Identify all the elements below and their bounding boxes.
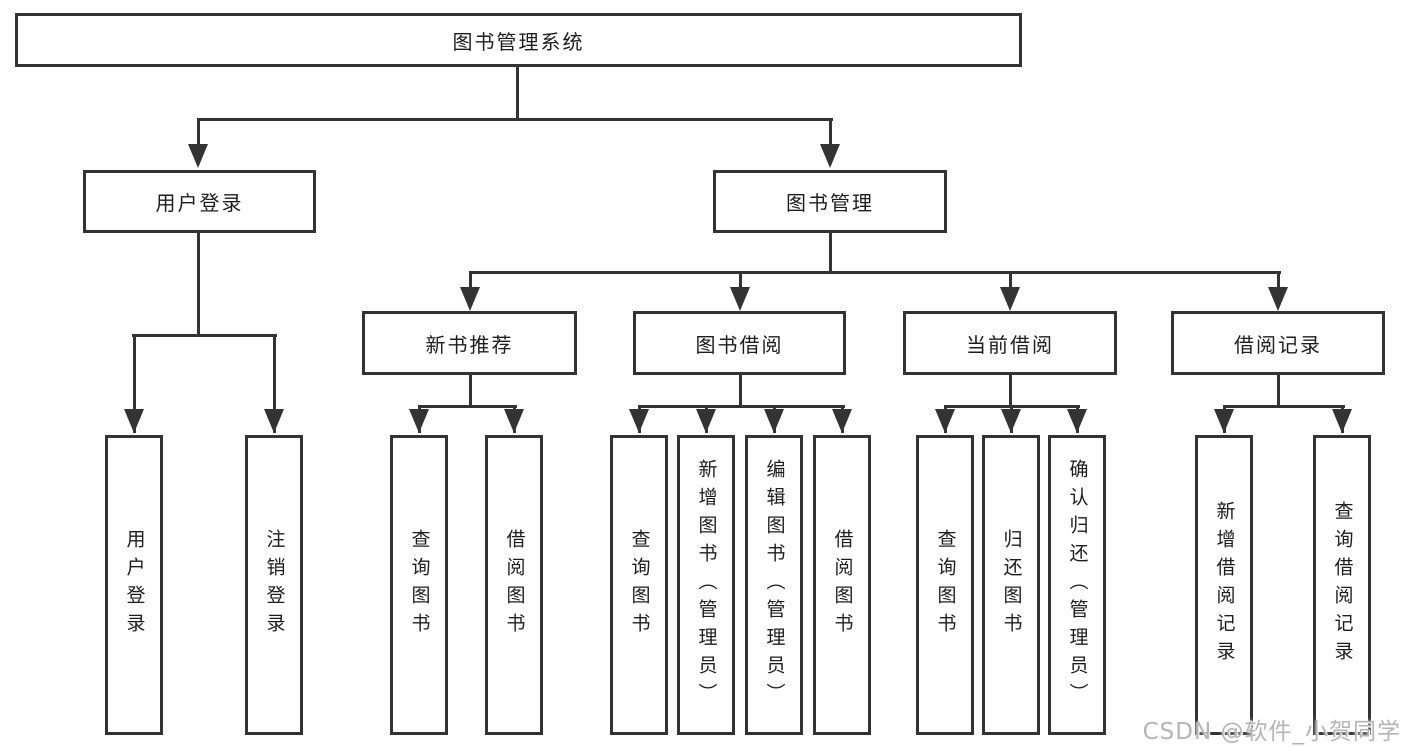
node-book-management: 图书管理 [713,170,947,233]
connector-line [829,233,832,273]
arrow-down-icon [820,144,840,168]
connector-line [197,118,833,121]
arrow-down-icon [1000,287,1020,311]
node-borrowing-records: 借阅记录 [1171,311,1385,375]
connector-line [132,334,277,337]
leaf-recommend-borrow-books: 借阅图书 [485,435,543,735]
leaf-current-return-books: 归还图书 [982,435,1040,735]
arrow-down-icon [188,144,208,168]
connector-line [829,118,832,148]
node-user-login: 用户登录 [83,170,316,233]
arrow-down-icon [730,287,750,311]
leaf-user-login: 用户登录 [105,435,163,735]
arrow-down-icon [460,287,480,311]
leaf-current-confirm-return-admin: 确认归还（管理员） [1048,435,1106,735]
arrow-down-icon [409,409,429,433]
connector-line [133,334,136,433]
connector-line [1009,271,1012,291]
node-current-borrowing: 当前借阅 [903,311,1117,375]
arrow-down-icon [935,409,955,433]
leaf-records-add-borrow-record: 新增借阅记录 [1195,435,1253,735]
arrow-down-icon [764,409,784,433]
connector-line [469,375,472,407]
arrow-down-icon [264,409,284,433]
arrow-down-icon [1268,287,1288,311]
connector-line [469,271,472,291]
leaf-logout: 注销登录 [245,435,303,735]
leaf-recommend-query-books: 查询图书 [390,435,448,735]
connector-line [197,233,200,334]
arrow-down-icon [832,409,852,433]
leaf-borrow-borrow-books: 借阅图书 [813,435,871,735]
arrow-down-icon [124,409,144,433]
connector-line [418,405,517,408]
leaf-borrow-edit-books-admin: 编辑图书（管理员） [745,435,803,735]
arrow-down-icon [1001,409,1021,433]
connector-line [739,375,742,407]
leaf-records-query-borrow-record: 查询借阅记录 [1313,435,1371,735]
arrow-down-icon [1067,409,1087,433]
node-book-borrowing: 图书借阅 [633,311,846,375]
connector-line [638,405,845,408]
arrow-down-icon [629,409,649,433]
connector-line [1277,271,1280,291]
node-new-book-recommendation: 新书推荐 [362,311,577,375]
leaf-borrow-query-books: 查询图书 [610,435,668,735]
connector-line [1223,405,1345,408]
watermark: CSDN @软件_小贺同学 [1142,719,1401,745]
node-root: 图书管理系统 [15,13,1022,67]
connector-line [739,271,742,291]
arrow-down-icon [504,409,524,433]
connector-line [273,334,276,433]
leaf-borrow-add-books-admin: 新增图书（管理员） [677,435,735,735]
connector-line [1009,375,1012,407]
connector-line [197,118,200,148]
connector-line [469,271,1281,274]
leaf-current-query-books: 查询图书 [916,435,974,735]
arrow-down-icon [1214,409,1234,433]
arrow-down-icon [1332,409,1352,433]
arrow-down-icon [696,409,716,433]
connector-line [1277,375,1280,407]
connector-line [516,67,519,118]
